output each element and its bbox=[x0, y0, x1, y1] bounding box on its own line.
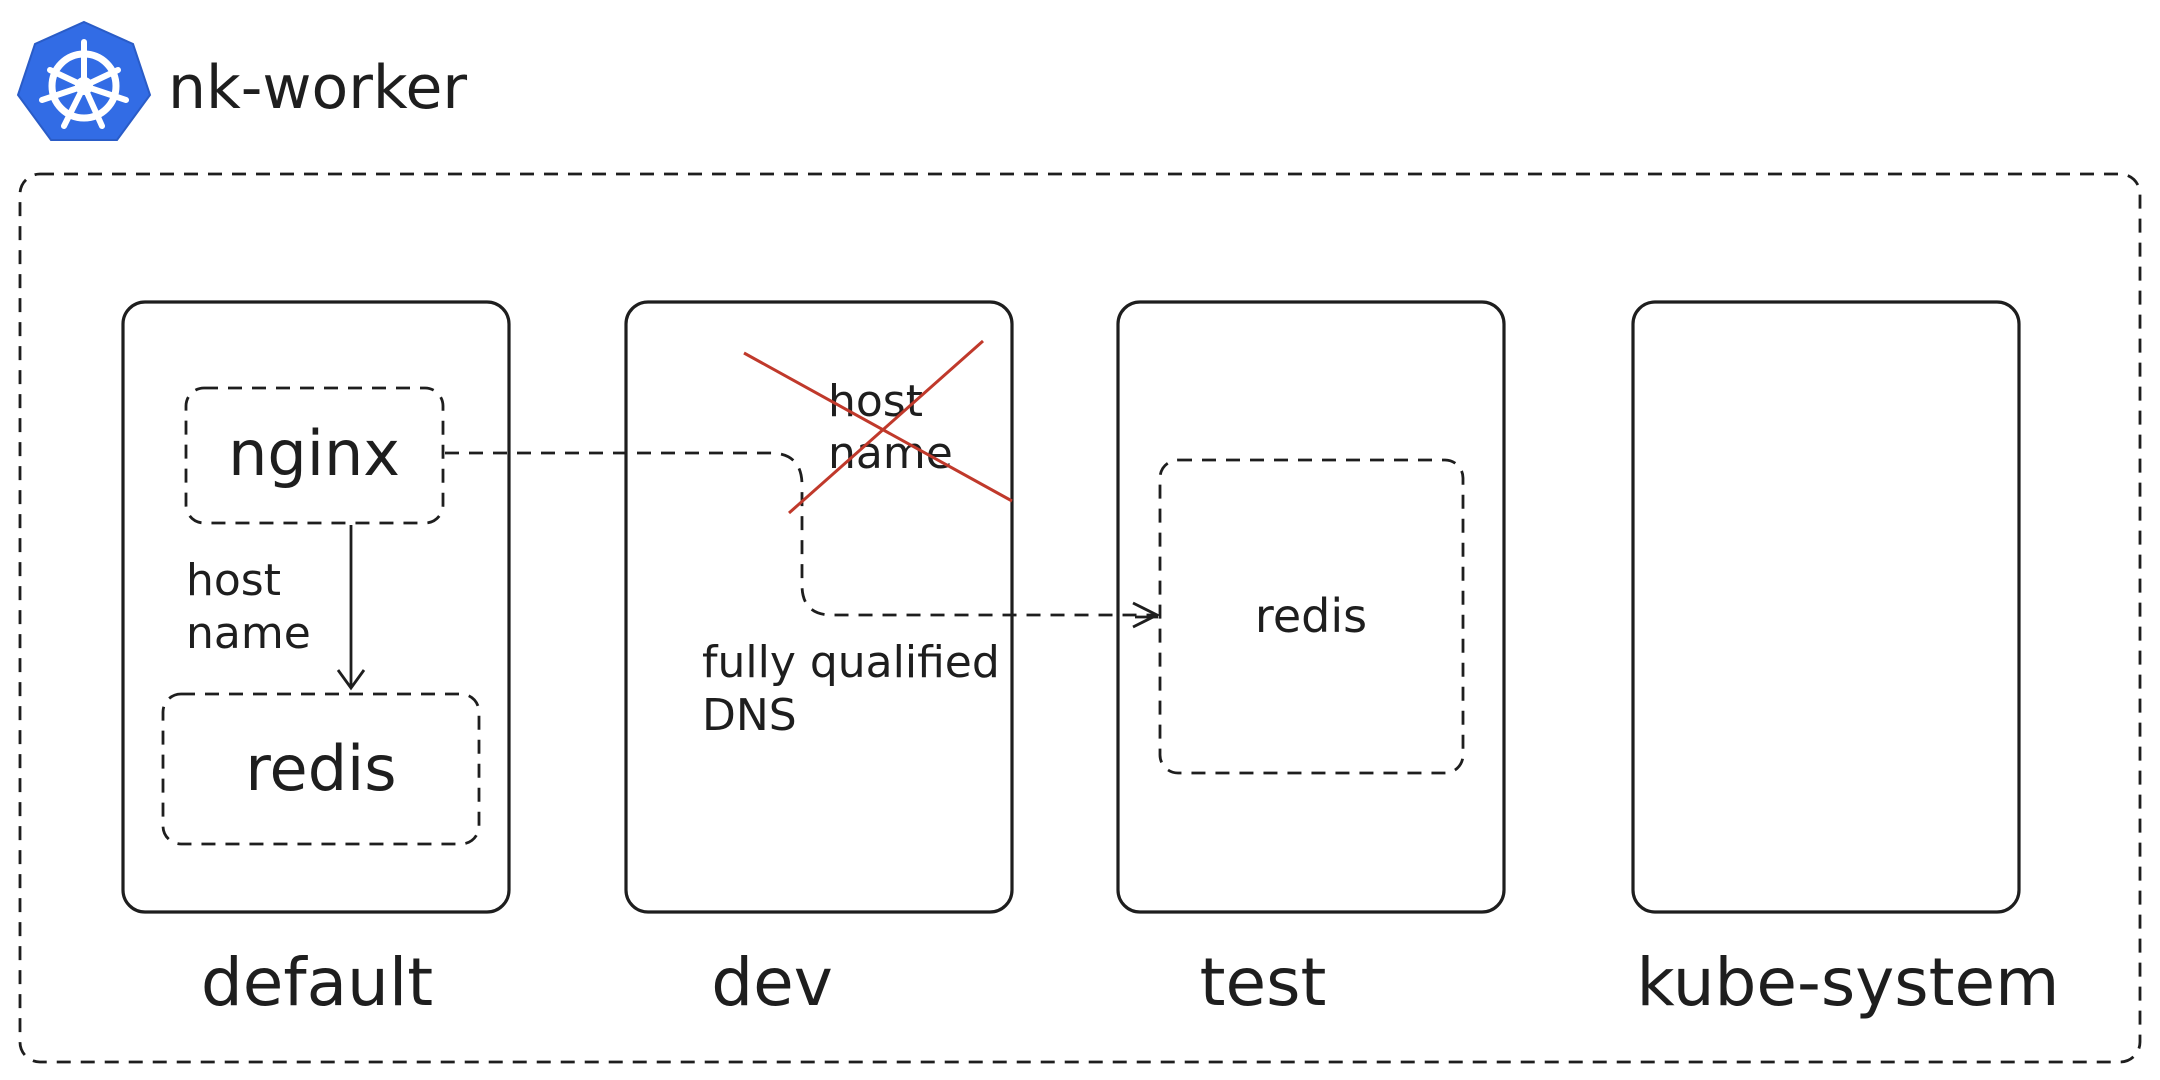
note-crossed-hostname-line2: name bbox=[828, 428, 953, 479]
note-crossed-hostname-line1: host bbox=[828, 376, 923, 427]
namespace-label-dev: dev bbox=[711, 944, 833, 1021]
kubernetes-icon bbox=[16, 20, 152, 141]
pod-box-redis-test bbox=[1158, 458, 1465, 775]
pod-box-nginx bbox=[184, 386, 445, 525]
node-boundary bbox=[18, 172, 2142, 1064]
namespace-label-kube-system: kube-system bbox=[1637, 944, 2060, 1021]
page-title: nk-worker bbox=[168, 53, 467, 123]
namespace-label-test: test bbox=[1200, 944, 1327, 1021]
pod-label-redis-test: redis bbox=[1255, 589, 1367, 643]
pod-label-redis-default: redis bbox=[245, 732, 396, 805]
note-hostname-line1: host bbox=[186, 555, 281, 606]
namespace-label-default: default bbox=[201, 944, 433, 1021]
namespace-box-kube-system bbox=[1631, 300, 2021, 914]
note-hostname-line2: name bbox=[186, 608, 311, 659]
note-fqdn-line1: fully qualified bbox=[702, 637, 1000, 688]
connector-nginx-to-test-redis bbox=[445, 451, 1161, 629]
note-fqdn-line2: DNS bbox=[702, 690, 797, 741]
arrow-nginx-to-redis bbox=[336, 525, 366, 691]
namespace-box-test bbox=[1116, 300, 1506, 914]
pod-label-nginx: nginx bbox=[228, 417, 400, 490]
namespace-box-default bbox=[121, 300, 511, 914]
cross-out-mark bbox=[743, 339, 1013, 515]
namespace-box-dev bbox=[624, 300, 1014, 914]
pod-box-redis-default bbox=[161, 692, 481, 846]
